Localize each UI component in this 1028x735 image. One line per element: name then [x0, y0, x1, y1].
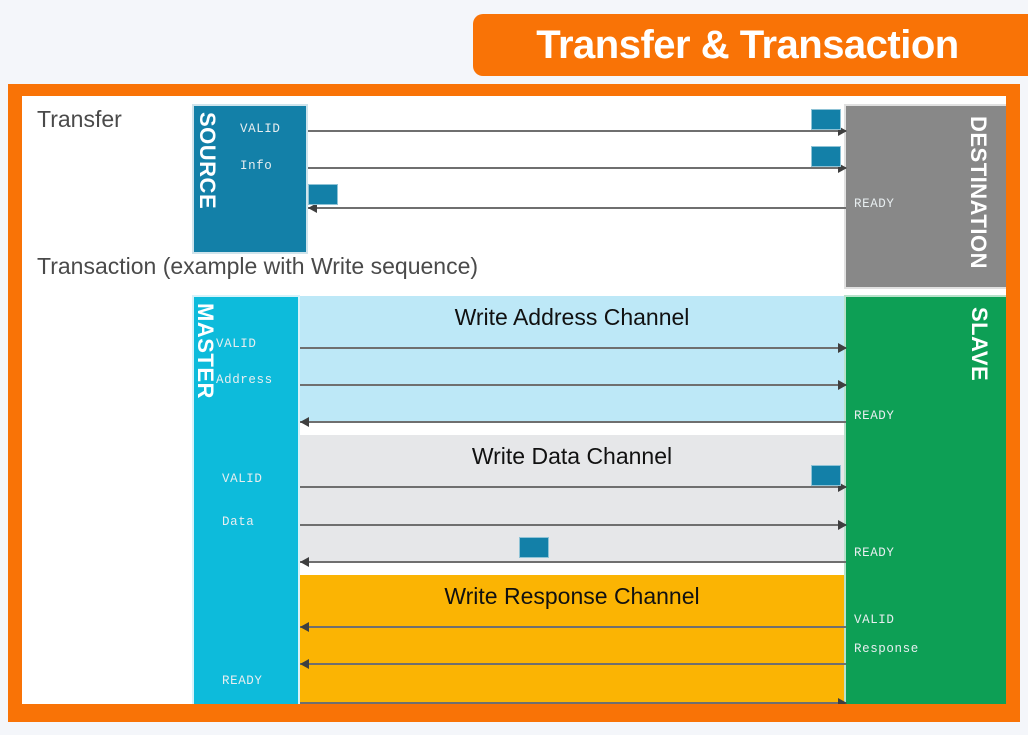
section-label-transfer: Transfer	[37, 106, 122, 132]
source-box: SOURCE VALID Info	[192, 104, 308, 254]
wresp-arrow-ready-head	[838, 698, 847, 704]
destination-box-label: DESTINATION	[966, 116, 991, 269]
write-address-channel-band: Write Address Channel	[300, 296, 844, 421]
wresp-arrow-valid-line	[300, 626, 846, 628]
waddr-arrow-valid-head	[838, 343, 847, 353]
wresp-arrow-valid-head	[300, 622, 309, 632]
source-signal-valid: VALID	[240, 122, 281, 136]
slave-signal-ready-addr: READY	[854, 409, 895, 423]
master-signal-address: Address	[216, 373, 273, 387]
wresp-arrow-response-head	[300, 659, 309, 669]
wdata-arrow-ready-head	[300, 557, 309, 567]
master-box-label: MASTER	[193, 303, 218, 399]
master-signal-data: Data	[222, 515, 255, 529]
destination-box: DESTINATION READY	[844, 104, 1006, 289]
slave-signal-response: Response	[854, 642, 919, 656]
section-label-transaction: Transaction (example with Write sequence…	[37, 253, 479, 279]
wresp-arrow-ready-line	[300, 702, 846, 704]
wdata-arrow-data-line	[300, 524, 846, 526]
master-signal-valid-data: VALID	[222, 472, 263, 486]
waddr-arrow-ready-line	[300, 421, 846, 423]
title-banner: Transfer & Transaction	[473, 14, 1028, 76]
waddr-arrow-ready-head	[300, 417, 309, 427]
waddr-arrow-valid-line	[300, 347, 846, 349]
waddr-arrow-address-head	[838, 380, 847, 390]
write-response-channel-title: Write Response Channel	[444, 583, 700, 609]
slave-box-label: SLAVE	[967, 307, 992, 382]
transfer-arrow-info-head	[838, 163, 847, 173]
wresp-arrow-response-line	[300, 663, 846, 665]
wdata-marker-valid	[811, 465, 841, 486]
write-data-channel-title: Write Data Channel	[471, 443, 673, 469]
transfer-arrow-ready-line	[308, 207, 846, 209]
transfer-arrow-info-line	[308, 167, 846, 169]
master-signal-ready: READY	[222, 674, 263, 688]
master-signal-valid-addr: VALID	[216, 337, 257, 351]
wdata-arrow-data-head	[838, 520, 847, 530]
wdata-marker-ready	[519, 537, 549, 558]
source-signal-info: Info	[240, 159, 273, 173]
page-title: Transfer & Transaction	[536, 22, 959, 67]
transfer-arrow-ready-head	[308, 203, 317, 213]
slide-canvas: Transfer Transaction (example with Write…	[22, 96, 1006, 704]
wdata-arrow-valid-line	[300, 486, 846, 488]
wdata-arrow-ready-line	[300, 561, 846, 563]
destination-signal-ready: READY	[854, 197, 895, 211]
master-box: MASTER VALID Address VALID Data READY	[192, 295, 300, 704]
waddr-arrow-address-line	[300, 384, 846, 386]
transfer-marker-valid	[811, 109, 841, 130]
transfer-arrow-valid-head	[838, 126, 847, 136]
source-box-label: SOURCE	[195, 112, 220, 210]
write-address-channel-title: Write Address Channel	[454, 304, 690, 330]
slave-box: SLAVE READY READY VALID Response	[844, 295, 1006, 704]
slave-signal-valid-resp: VALID	[854, 613, 895, 627]
transfer-marker-ready	[308, 184, 338, 205]
transfer-marker-info	[811, 146, 841, 167]
write-response-channel-band: Write Response Channel	[300, 575, 844, 703]
write-data-channel-band: Write Data Channel	[300, 435, 844, 563]
slave-signal-ready-data: READY	[854, 546, 895, 560]
wdata-arrow-valid-head	[838, 482, 847, 492]
transfer-arrow-valid-line	[308, 130, 846, 132]
slide-frame: Transfer Transaction (example with Write…	[8, 84, 1020, 722]
